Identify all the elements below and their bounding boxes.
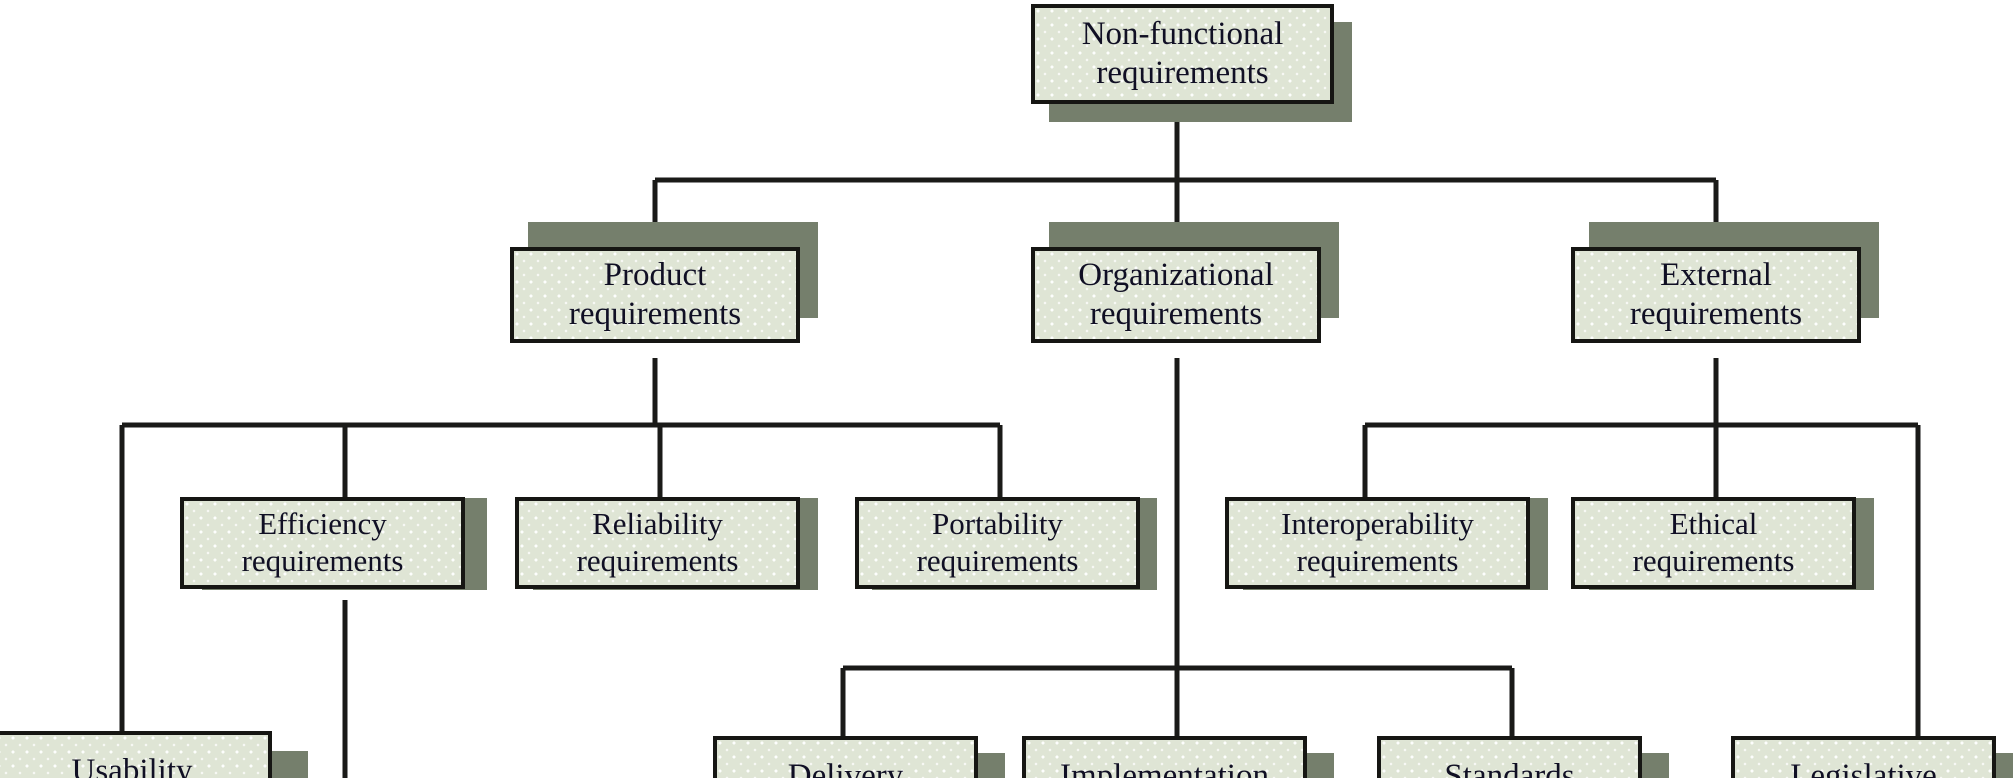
node-reliability-requirements[interactable]: Reliability requirements [515,497,800,589]
node-portability-requirements[interactable]: Portability requirements [855,497,1140,589]
node-label-line2: requirements [241,543,404,578]
node-delivery[interactable]: Delivery [713,736,978,778]
node-label-line2: requirements [916,543,1079,578]
node-label-line2: requirements [1629,296,1803,332]
node-legislative[interactable]: Legislative [1731,736,1996,778]
node-external-requirements[interactable]: External requirements [1571,247,1861,343]
node-label-line2: requirements [1089,296,1263,332]
node-label-line1: Product [603,257,707,294]
node-label-line2: requirements [568,296,742,332]
node-label-line1: Efficiency [258,506,387,542]
node-organizational-requirements[interactable]: Organizational requirements [1031,247,1321,343]
node-label-line1: Interoperability [1281,506,1474,542]
node-label-line2: requirements [1632,543,1795,578]
node-interoperability-requirements[interactable]: Interoperability requirements [1225,497,1530,589]
node-label-line1: Implementation [1060,757,1269,778]
node-label-line1: Non-functional [1081,16,1284,53]
node-non-functional-requirements[interactable]: Non-functional requirements [1031,4,1334,104]
node-implementation[interactable]: Implementation [1022,736,1307,778]
node-usability[interactable]: Usability [0,731,272,778]
node-label-line1: Organizational [1078,257,1274,294]
node-label-line2: requirements [576,543,739,578]
node-label-line1: Standards [1444,757,1575,778]
node-ethical-requirements[interactable]: Ethical requirements [1571,497,1856,589]
node-label-line2: requirements [1296,543,1459,578]
node-product-requirements[interactable]: Product requirements [510,247,800,343]
node-label-line1: Usability [71,752,193,778]
node-label-line2: requirements [1096,55,1269,91]
node-label-line1: Legislative [1790,757,1937,778]
node-label-line1: Ethical [1669,506,1758,542]
node-label-line1: Reliability [592,506,723,542]
node-label-line1: Delivery [787,757,904,778]
node-label-line1: External [1660,257,1772,294]
node-standards[interactable]: Standards [1377,736,1642,778]
node-label-line1: Portability [932,506,1063,542]
node-efficiency-requirements[interactable]: Efficiency requirements [180,497,465,589]
